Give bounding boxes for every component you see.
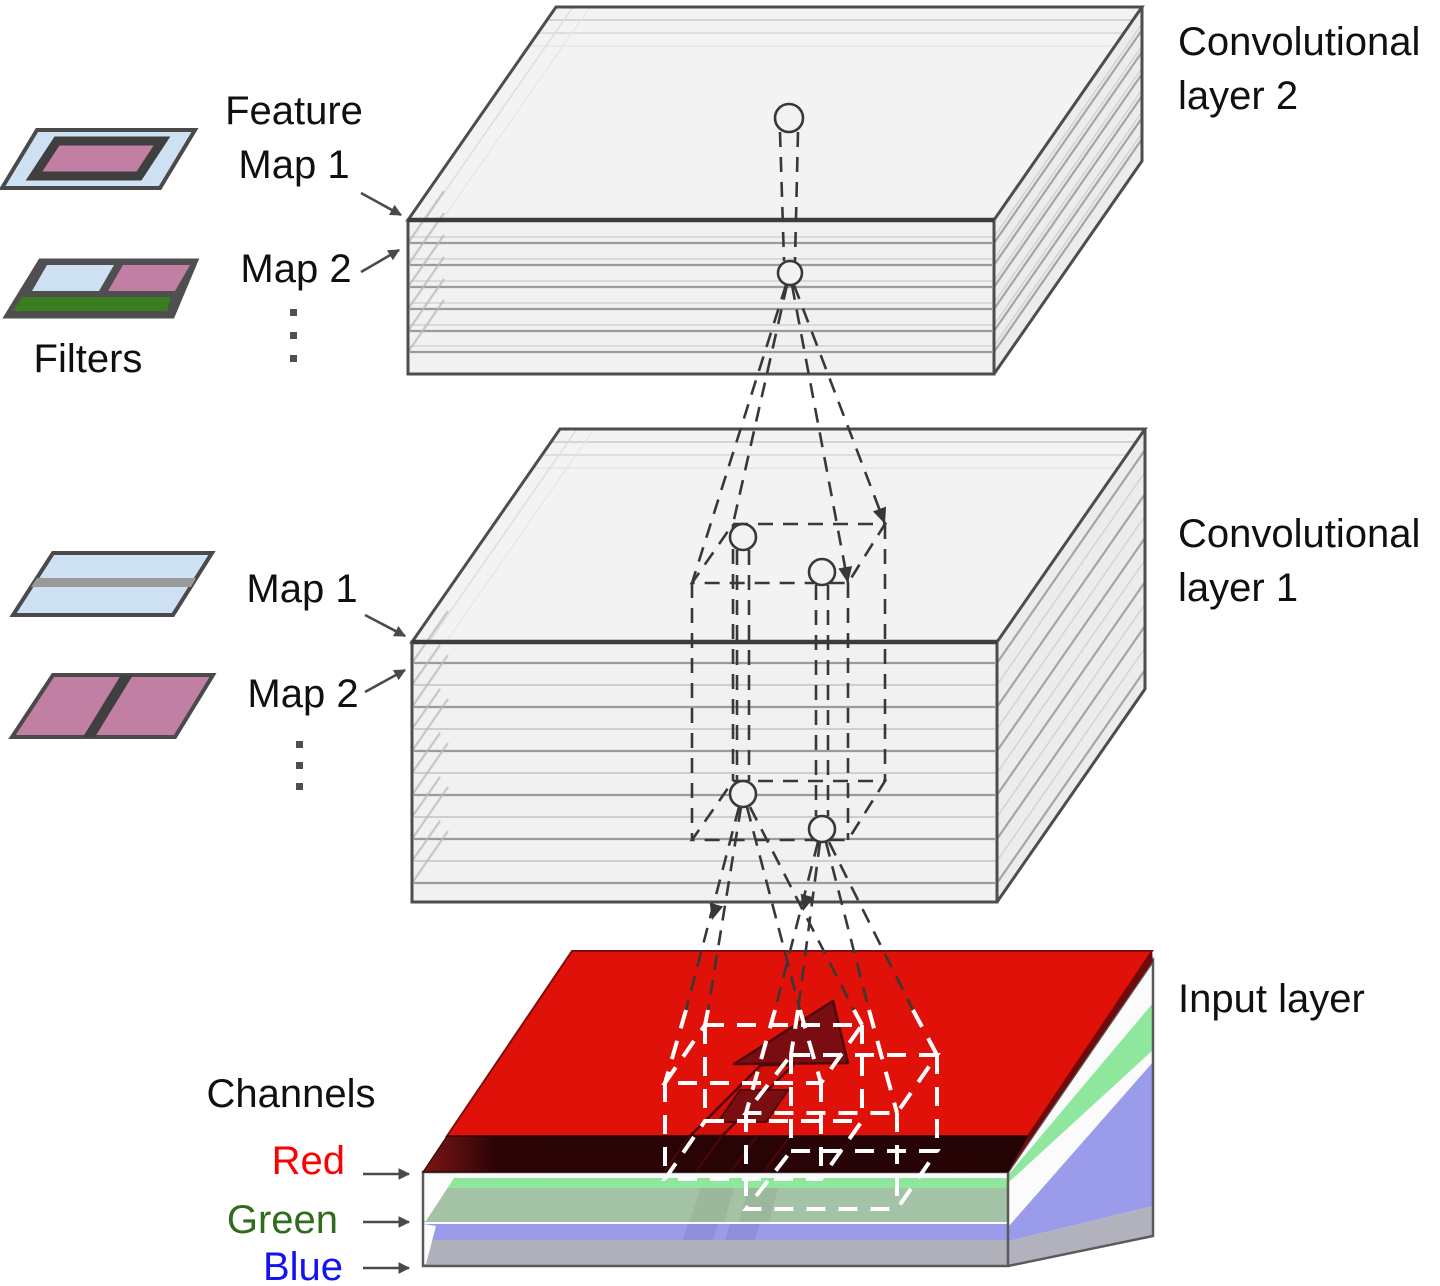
conv-layer-1-title-line1: Convolutional <box>1178 512 1421 556</box>
conv1-neuron-b-bottom <box>807 814 837 844</box>
channel-blue-label: Blue <box>262 1245 343 1286</box>
conv1-map1-label: Map 1 <box>246 567 358 611</box>
filter-pink-cell <box>108 265 190 291</box>
conv1-map1-arrow-icon <box>364 613 407 638</box>
filters-label: Filters <box>33 337 143 381</box>
conv-layer-2-title-line1: Convolutional <box>1178 20 1421 64</box>
feature-map-1-sheet <box>0 128 199 190</box>
conv2-map2-arrow-icon <box>360 248 401 274</box>
neuron-circles <box>728 102 837 844</box>
conv-layer-1-title-line2: layer 1 <box>1178 566 1299 610</box>
conv2-map2-label: Map 2 <box>240 247 352 291</box>
conv1-neuron-a <box>728 522 758 552</box>
feature-map1-label-line2: Map 1 <box>238 143 350 187</box>
blue-channel-front <box>423 1224 1008 1240</box>
conv1-map2-label: Map 2 <box>247 672 359 716</box>
label-arrows <box>360 191 411 1274</box>
feature-map1-label-line1: Feature <box>225 89 363 133</box>
blue-channel-side <box>1009 1062 1153 1241</box>
receptive-field-connections <box>684 131 915 1011</box>
conv1-neuron-a-bottom <box>728 779 758 809</box>
ellipsis-icon-top <box>290 309 297 362</box>
filter-blue-cell <box>32 265 114 291</box>
conv-layer-1-title: Convolutional layer 1 <box>1178 507 1420 615</box>
connection-arrowheads <box>709 506 887 920</box>
input-receptive-field-boxes <box>661 1009 941 1211</box>
ellipsis-icon-middle <box>296 741 303 790</box>
conv1-neuron-b <box>807 557 837 587</box>
input-layer-title: Input layer <box>1178 977 1365 1021</box>
conv1-map2-arrow-icon <box>364 668 407 694</box>
green-channel-front <box>423 1178 1008 1188</box>
channel-red-label: Red <box>271 1139 345 1183</box>
channel-green-label: Green <box>226 1198 338 1242</box>
feature-map1-label: Feature Map 1 <box>174 84 414 192</box>
conv2-map1-neuron <box>773 102 805 134</box>
conv2-map2-neuron <box>776 259 804 287</box>
conv1-map-2-sheet <box>8 673 217 739</box>
conv-layer-2-title: Convolutional layer 2 <box>1178 15 1420 123</box>
green-channel-side <box>1009 1003 1153 1182</box>
conv1-map-1-sheet <box>9 551 216 617</box>
feature-map1-arrow-icon <box>360 191 403 217</box>
bottom-face <box>423 1240 1008 1266</box>
input-layer-box <box>421 950 1155 1268</box>
filter-green-bar <box>13 297 171 311</box>
conv-layer-1-box <box>409 427 1148 904</box>
channels-title: Channels <box>206 1072 376 1116</box>
conv-layer-2-title-line2: layer 2 <box>1178 74 1299 118</box>
filters-sheet <box>2 258 200 319</box>
